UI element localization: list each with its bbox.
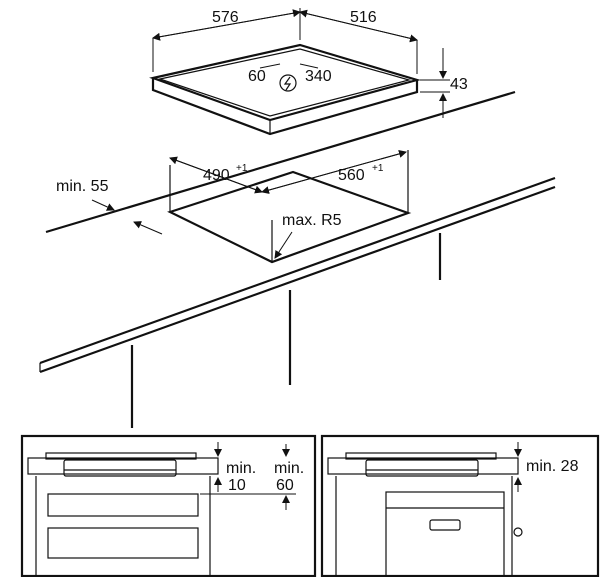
cutout-drawing: [167, 150, 412, 264]
hob-depth-dimension: 516: [299, 9, 418, 74]
corner-radius-callout: max. R5: [274, 212, 342, 259]
min-front-distance-callout: min. 55: [56, 178, 163, 235]
min-28-label: min. 28: [526, 458, 579, 475]
min-60-line1: min.: [274, 460, 304, 477]
detail-left-panel: min. 10 min. 60: [20, 434, 317, 577]
cutout-depth-dimension: 560 +1: [261, 150, 407, 194]
cable-offset-left-label: 60: [248, 68, 266, 85]
hob-width-label: 576: [212, 9, 239, 26]
cutout-width-dimension: 490 +1: [169, 156, 263, 194]
hob-height-dimension: 43: [420, 48, 468, 118]
min-10-line2: 10: [228, 477, 246, 494]
min-60-line2: 60: [276, 477, 294, 494]
hob-height-label: 43: [450, 76, 468, 93]
min-10-line1: min.: [226, 460, 256, 477]
cable-offset-right-label: 340: [305, 68, 332, 85]
hob-drawing: [149, 43, 422, 136]
hob-depth-label: 516: [350, 9, 377, 26]
min-front-distance-label: min. 55: [56, 178, 109, 195]
corner-radius-label: max. R5: [282, 212, 342, 229]
worktop-drawing: [39, 90, 556, 428]
cutout-width-tolerance: +1: [236, 163, 248, 174]
cutout-depth-label: 560: [338, 167, 365, 184]
electric-connection-icon: [279, 74, 297, 92]
detail-right-panel: min. 28: [320, 434, 600, 577]
cutout-width-label: 490: [203, 167, 230, 184]
cutout-depth-tolerance: +1: [372, 163, 384, 174]
